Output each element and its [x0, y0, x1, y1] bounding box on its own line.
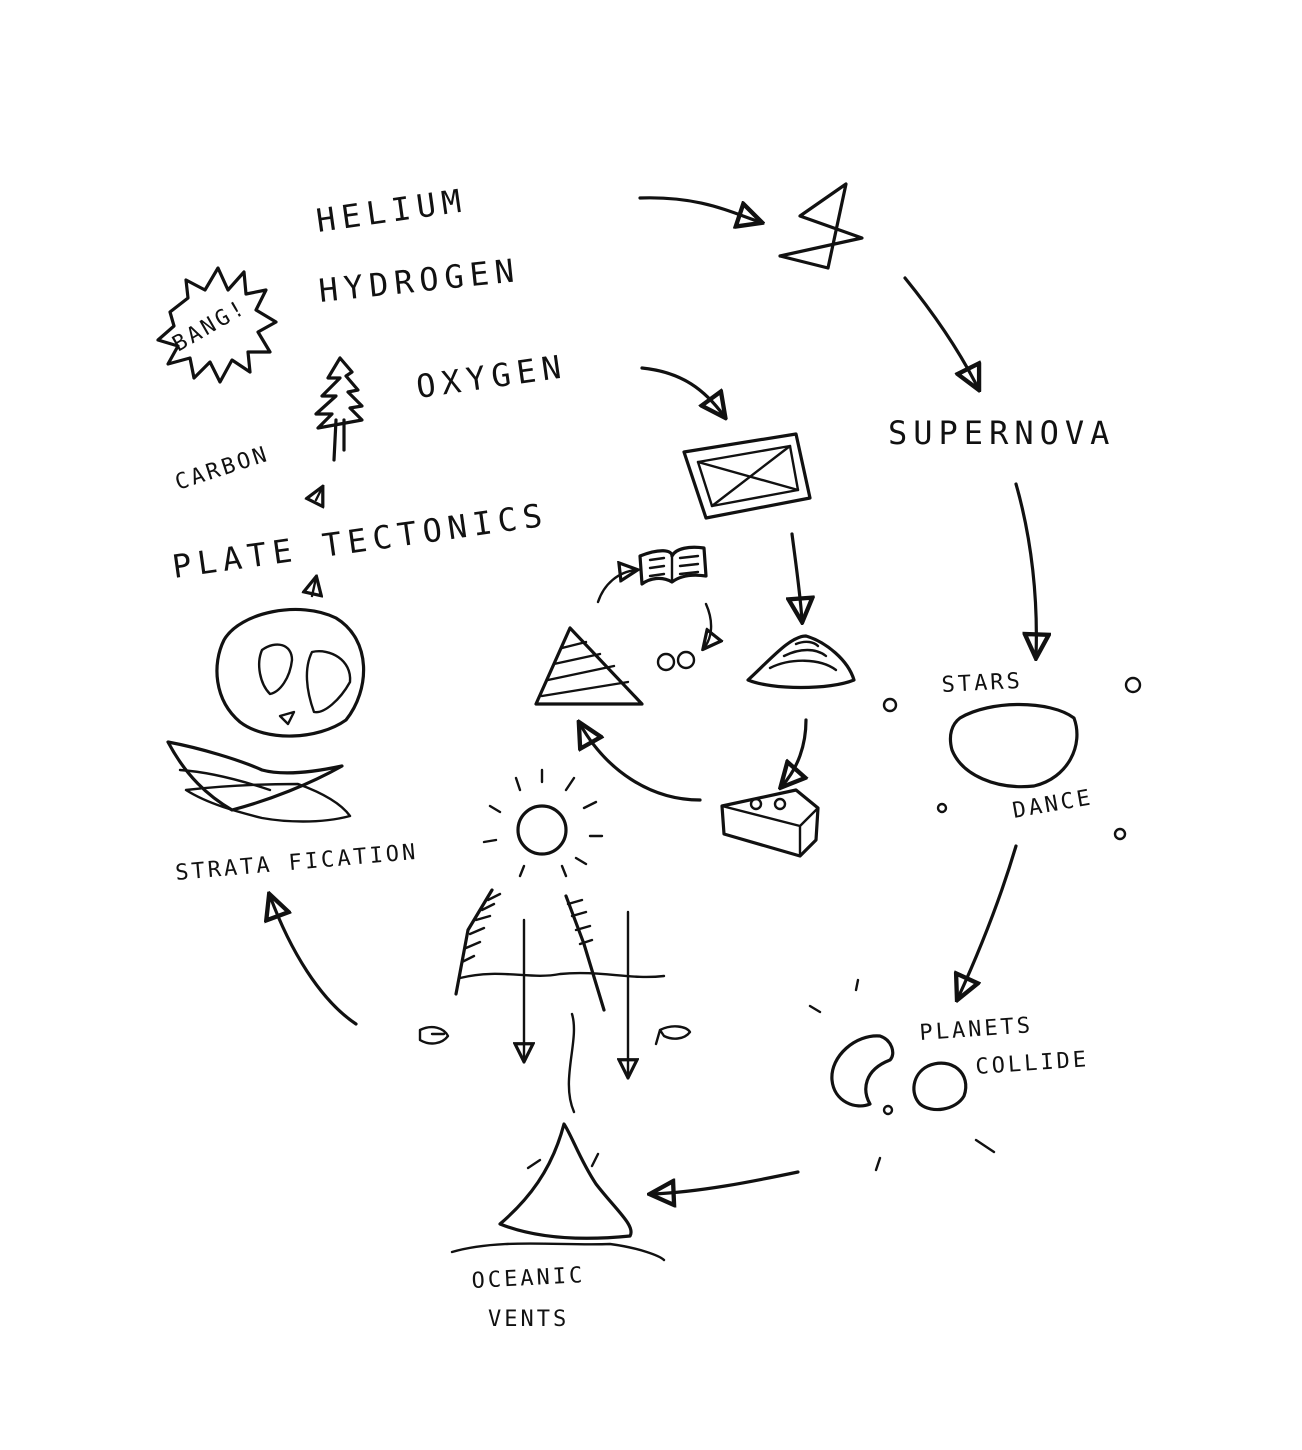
brick-icon: [720, 788, 820, 858]
label-collide: COLLIDE: [975, 1047, 1090, 1080]
pine-tree-icon: [314, 356, 364, 462]
strata-layers-icon: [166, 740, 352, 823]
label-oceanic: OCEANIC: [471, 1263, 586, 1294]
layered-mound-icon: [746, 634, 856, 690]
link-loops-icon: [656, 650, 696, 672]
label-helium: HELIUM: [314, 181, 469, 240]
book-icon: [638, 545, 708, 586]
label-dance: DANCE: [1011, 785, 1095, 824]
label-stratafication: STRATA FICATION: [174, 840, 419, 886]
planets-icon: [830, 1034, 968, 1116]
stars-circle-icon: [882, 676, 1142, 841]
seaweed-left-icon: [454, 888, 502, 996]
earth-globe-icon: [215, 607, 366, 738]
fish-right-icon: [654, 1025, 692, 1046]
label-vents: VENTS: [488, 1307, 569, 1332]
striped-pyramid-icon: [534, 626, 644, 706]
sun-icon: [482, 768, 604, 878]
label-carbon: CARBON: [172, 442, 272, 496]
undersea-vent-icon: [450, 1122, 666, 1262]
label-plate-tectonics: PLATE TECTONICS: [170, 496, 551, 586]
label-supernova: SUPERNOVA: [888, 414, 1115, 452]
star-icon: [778, 182, 864, 270]
crossed-box-icon: [682, 432, 812, 520]
fish-left-icon: [418, 1025, 450, 1045]
seaweed-right-icon: [564, 894, 606, 1012]
label-hydrogen: HYDROGEN: [317, 251, 522, 310]
sea-surface-line: [458, 971, 666, 980]
label-oxygen: OXYGEN: [414, 347, 569, 406]
bang-burst-icon: BANG!: [156, 266, 278, 384]
label-planets: PLANETS: [919, 1013, 1034, 1046]
label-stars: STARS: [941, 669, 1023, 698]
